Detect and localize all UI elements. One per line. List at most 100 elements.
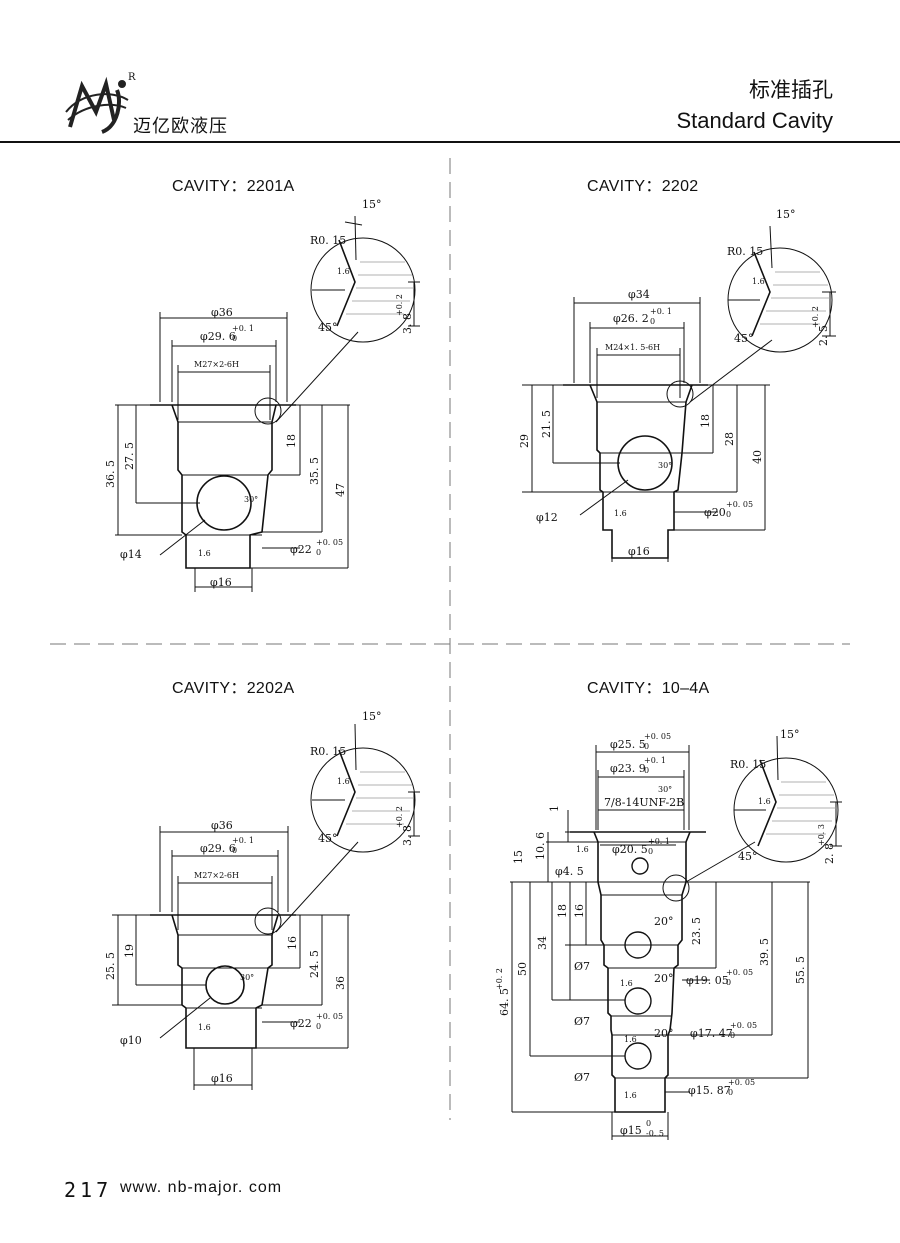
tol-d20: +0. 05: [726, 500, 753, 509]
dim-angle-30: 30°: [244, 495, 258, 504]
dim-hole-4-5: φ4. 5: [555, 865, 584, 878]
tol-d26-2-low: 0: [650, 317, 655, 326]
dim-d20-5: φ20. 5: [612, 843, 648, 856]
logo-mark-icon: [65, 76, 129, 134]
dim-d16: φ16: [210, 576, 232, 589]
dim-d36: φ36: [211, 819, 233, 832]
dim-d36: φ36: [211, 306, 233, 319]
tol-v64-5: +0. 2: [495, 968, 504, 990]
dim-detail: 2. 5: [817, 325, 830, 346]
surface-finish-c: 1.6: [624, 1035, 637, 1044]
dim-v4: 28: [723, 432, 736, 446]
page-title-cn: 标准插孔: [749, 78, 833, 102]
dim-d25-5: φ25. 5: [610, 738, 646, 751]
surface-finish-detail: 1.6: [337, 267, 350, 276]
dim-d17-47: φ17. 47: [690, 1027, 733, 1040]
dim-thread: M24×1. 5-6H: [605, 343, 660, 352]
tol-d15-87-low: 0: [728, 1088, 733, 1097]
dim-v1: 25. 5: [104, 952, 117, 980]
dim-v64-5: 64. 5: [498, 988, 511, 1016]
dim-angle-15: 15°: [776, 208, 796, 221]
tol-d29-6: +0. 1: [232, 324, 254, 333]
dim-radius: R0. 15: [310, 234, 346, 247]
tol-d29-6: +0. 1: [232, 836, 254, 845]
dim-angle-30: 30°: [658, 461, 672, 470]
tol-d20-low: 0: [726, 510, 731, 519]
surface-finish-detail: 1.6: [337, 777, 350, 786]
tol-d15-87: +0. 05: [728, 1078, 755, 1087]
surface-finish-b: 1.6: [620, 979, 633, 988]
dim-hole7-a: Ø7: [574, 960, 590, 973]
dim-h15: 15: [512, 850, 525, 864]
tol-d22: +0. 05: [316, 1012, 343, 1021]
dim-v2: 27. 5: [123, 442, 136, 470]
tol-d25-5: +0. 05: [644, 732, 671, 741]
dim-radius: R0. 15: [730, 758, 766, 771]
surface-finish: 1.6: [614, 509, 627, 518]
tol-d26-2: +0. 1: [650, 307, 672, 316]
tol-d22-low: 0: [316, 1022, 321, 1031]
dim-angle-45: 45°: [734, 332, 754, 345]
header-rule: [0, 141, 900, 143]
tol-d29-6-low: 0: [232, 846, 237, 855]
dim-d22: φ22: [290, 543, 312, 556]
dim-d16: φ16: [211, 1072, 233, 1085]
dim-d16: φ16: [628, 545, 650, 558]
tol-d20-5-low: 0: [648, 847, 653, 856]
tol-d17-47-low: 0: [730, 1031, 735, 1040]
tol-detail: +0. 3: [817, 824, 826, 846]
dim-d23-9: φ23. 9: [610, 762, 646, 775]
brand-logo: [65, 76, 129, 134]
dim-v2: 19: [123, 944, 136, 958]
registered-mark: R: [128, 72, 136, 83]
cavity-label-2202a: CAVITY：2202A: [172, 680, 295, 697]
dim-v4: 35. 5: [308, 457, 321, 485]
cavity-drawing-10-4a: φ25. 5 +0. 05 0 φ23. 9 +0. 1 0 30° 7/8-1…: [495, 728, 842, 1140]
dim-h10-6: 10. 6: [534, 832, 547, 860]
dim-thread: 7/8-14UNF-2B: [604, 796, 684, 809]
brand-name: 迈亿欧液压: [133, 116, 228, 137]
surface-finish-detail: 1.6: [752, 277, 765, 286]
dim-d15-87: φ15. 87: [688, 1084, 731, 1097]
dim-d29-6: φ29. 6: [200, 330, 236, 343]
dim-v16: 16: [573, 904, 586, 918]
dim-h1: 1: [548, 805, 561, 812]
tol-d15: 0: [646, 1119, 651, 1128]
tol-d23-9: +0. 1: [644, 756, 666, 765]
dim-angle-20-a: 20°: [654, 915, 674, 928]
dim-detail: 3. 8: [401, 825, 414, 846]
dim-v3: 18: [699, 414, 712, 428]
dim-thread: M27×2-6H: [194, 871, 239, 880]
surface-finish: 1.6: [198, 549, 211, 558]
dim-d15: φ15: [620, 1124, 642, 1137]
dim-v4: 24. 5: [308, 950, 321, 978]
dim-d19-05: φ19. 05: [686, 974, 729, 987]
dim-hole7-c: Ø7: [574, 1071, 590, 1084]
website-url: www. nb-major. com: [120, 1179, 283, 1196]
dim-angle-20-b: 20°: [654, 972, 674, 985]
dim-v1: 29: [518, 434, 531, 448]
dim-v39-5: 39. 5: [758, 938, 771, 966]
dim-d22: φ22: [290, 1017, 312, 1030]
dim-radius: R0. 15: [310, 745, 346, 758]
tol-d22-low: 0: [316, 548, 321, 557]
dim-angle-30: 30°: [658, 785, 672, 794]
tol-d19-05-low: 0: [726, 978, 731, 987]
cavity-label-2202: CAVITY：2202: [587, 178, 699, 195]
dim-v3: 16: [286, 936, 299, 950]
tol-d22: +0. 05: [316, 538, 343, 547]
dim-v55-5: 55. 5: [794, 956, 807, 984]
tol-d17-47: +0. 05: [730, 1021, 757, 1030]
surface-finish-detail: 1.6: [758, 797, 771, 806]
dim-hole: φ14: [120, 548, 142, 561]
dim-angle-20-c: 20°: [654, 1027, 674, 1040]
cavity-drawing-2201a: φ36 φ29. 6 +0. 1 0 M27×2-6H R0. 15 15° 4…: [104, 198, 420, 592]
cavity-drawing-2202: φ34 φ26. 2 +0. 1 0 M24×1. 5-6H R0. 15 15…: [518, 208, 836, 562]
dim-v34: 34: [536, 936, 549, 950]
tol-d20-5: +0. 1: [648, 837, 670, 846]
dim-v2: 21. 5: [540, 410, 553, 438]
dim-v50: 50: [516, 962, 529, 976]
dim-v18: 18: [556, 904, 569, 918]
dim-radius: R0. 15: [727, 245, 763, 258]
